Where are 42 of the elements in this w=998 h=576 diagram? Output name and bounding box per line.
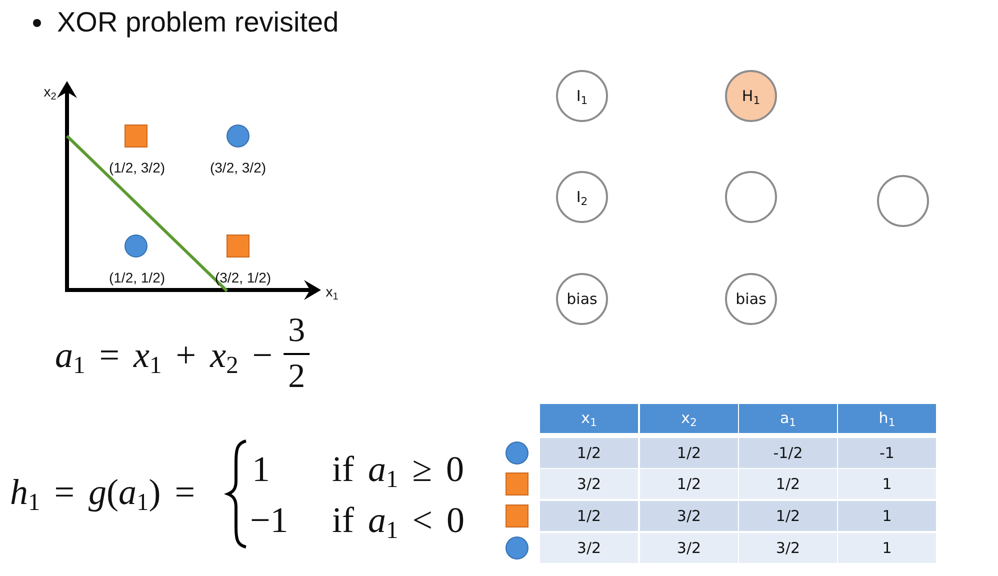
case-value: 1	[252, 451, 270, 487]
axis-label: x$_{2}$	[44, 84, 56, 100]
table-cell: 3/2	[540, 469, 638, 499]
table-cell: 1/2	[540, 438, 638, 468]
neuron-circle	[877, 175, 929, 227]
case-condition: if a$_{1}$ ≥ 0	[332, 451, 464, 487]
point-label: (1/2, 1/2)	[108, 270, 166, 286]
neuron-circle: H$_{1}$	[725, 70, 777, 122]
neuron-circle: bias	[725, 273, 777, 325]
column-header: x$_{2}$	[640, 404, 738, 433]
table-cell: 3/2	[640, 501, 738, 531]
point-label: (3/2, 1/2)	[214, 270, 272, 286]
table-cell: 1/2	[739, 501, 837, 531]
neuron-circle: I$_{2}$	[556, 171, 608, 223]
table-cell: 1/2	[640, 438, 738, 468]
fraction-denominator: 2	[288, 360, 306, 394]
point-label: (1/2, 3/2)	[108, 160, 166, 176]
slide-title: XOR problem revisited	[57, 8, 339, 38]
table-cell: 3/2	[540, 533, 638, 563]
equation: a$_{1}$ = x$_{1}$ + x$_{2}$ −	[55, 337, 273, 373]
table-cell: 3/2	[739, 533, 837, 563]
column-header: x$_{1}$	[540, 404, 638, 433]
neuron-circle	[725, 171, 777, 223]
equation: h$_{1}$ = g(a$_{1}$) =	[10, 474, 196, 510]
column-header: a$_{1}$	[739, 404, 837, 433]
table-cell: 3/2	[640, 533, 738, 563]
table-cell: 1	[838, 501, 936, 531]
table-cell: -1	[838, 438, 936, 468]
neuron-circle: I$_{1}$	[556, 70, 608, 122]
case-value: −1	[250, 502, 288, 538]
fraction-numerator: 3	[288, 314, 306, 348]
table-cell: 1/2	[640, 469, 738, 499]
table-cell: -1/2	[739, 438, 837, 468]
point-label: (3/2, 3/2)	[210, 160, 266, 176]
neuron-circle: bias	[556, 273, 608, 325]
table-cell: 1	[838, 533, 936, 563]
column-header: h$_{1}$	[838, 404, 936, 433]
table-cell: 1/2	[739, 469, 837, 499]
axis-label: x$_{1}$	[326, 284, 338, 300]
case-condition: if a$_{1}$ < 0	[332, 502, 465, 538]
table-cell: 1/2	[540, 501, 638, 531]
table-cell: 1	[838, 469, 936, 499]
